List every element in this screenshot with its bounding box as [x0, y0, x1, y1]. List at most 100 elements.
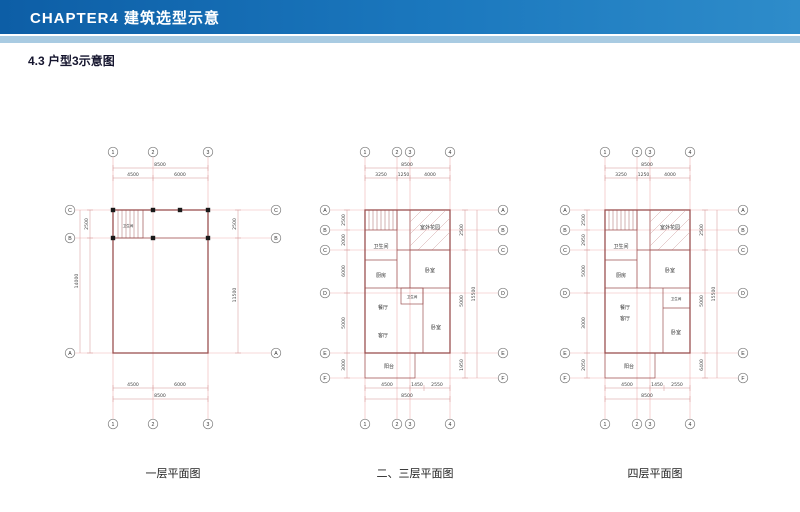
axis-label: A	[741, 208, 745, 214]
dim-label: 2550	[431, 382, 443, 388]
dim-label: 1450	[411, 382, 423, 388]
dim-label: 4500	[127, 172, 139, 178]
axis-label: D	[501, 291, 505, 297]
axis-label: B	[274, 236, 278, 242]
dim-label: 2950	[581, 234, 587, 246]
floor-plan-first-container: 卫生间 8500 4500 6000 4500 6000 8500 2500 1…	[48, 138, 298, 481]
axis-label: A	[501, 208, 505, 214]
room-labels: 室外花园 卫生间 厨房 卧室 卫生间 餐厅 客厅 卧室 阳台	[613, 224, 681, 370]
dim-label: 5000	[341, 317, 347, 329]
section-subtitle: 4.3 户型3示意图	[28, 54, 115, 68]
dim-label: 2500	[84, 218, 90, 230]
axis-label: B	[501, 228, 505, 234]
dimensions-bottom: 4500 6000 8500	[112, 382, 209, 402]
dim-label: 2000	[341, 234, 347, 246]
dim-label: 15500	[471, 287, 477, 302]
dim-label: 4000	[424, 172, 436, 178]
room-label: 厨房	[376, 272, 386, 279]
axis-label: 4	[689, 150, 692, 156]
walls	[364, 209, 451, 379]
axis-label: E	[323, 351, 327, 357]
axis-label: 4	[689, 422, 692, 428]
room-label: 餐厅	[378, 304, 388, 311]
room-label: 卫生间	[671, 296, 682, 301]
axis-label: B	[563, 228, 567, 234]
dim-label: 3250	[615, 172, 627, 178]
axis-label: C	[501, 248, 505, 254]
room-label: 卫生间	[373, 243, 388, 250]
floor-plan-fourth-container: 室外花园 卫生间 厨房 卧室 卫生间 餐厅 客厅 卧室 阳台 8500 3250…	[545, 138, 765, 481]
axis-label: C	[323, 248, 327, 254]
plan-caption: 一层平面图	[145, 468, 201, 480]
dim-label: 15500	[711, 287, 717, 302]
dimensions-top: 8500 3250 1250 4000	[364, 162, 451, 181]
dim-label: 8500	[154, 162, 166, 168]
axis-label: 1	[112, 422, 115, 428]
axis-label: B	[68, 236, 72, 242]
axis-bubbles: 1 2 3 4 1 2 3 4 A B C D E F A B C D E F	[319, 146, 509, 430]
dim-label: 5000	[459, 295, 465, 307]
room-label: 卫生间	[123, 223, 134, 228]
header-bar: CHAPTER4 建筑选型示意	[0, 0, 800, 34]
dim-label: 2050	[581, 359, 587, 371]
page-title: CHAPTER4 建筑选型示意	[30, 9, 221, 27]
dim-label: 2550	[671, 382, 683, 388]
header-strip	[0, 36, 800, 43]
dim-label: 6000	[341, 265, 347, 277]
dim-label: 8500	[641, 162, 653, 168]
axis-label: 2	[636, 422, 639, 428]
dim-label: 11500	[232, 288, 238, 303]
axis-label: 2	[152, 422, 155, 428]
dim-label: 8500	[641, 393, 653, 399]
axis-label: D	[323, 291, 327, 297]
axis-label: 2	[152, 150, 155, 156]
axis-label: D	[741, 291, 745, 297]
dimensions-right: 2500 5000 1950 15500	[459, 209, 478, 379]
dimensions-top: 8500 3250 1250 4000	[604, 162, 691, 181]
room-label: 卧室	[425, 267, 435, 274]
dim-label: 5000	[581, 265, 587, 277]
axis-label: E	[563, 351, 567, 357]
axis-label: 1	[364, 150, 367, 156]
dim-label: 1450	[651, 382, 663, 388]
axis-label: 3	[649, 150, 652, 156]
axis-label: E	[501, 351, 505, 357]
axis-label: 2	[636, 150, 639, 156]
dim-label: 2500	[699, 224, 705, 236]
axis-label: 3	[207, 150, 210, 156]
axis-label: 3	[207, 422, 210, 428]
room-label: 卧室	[431, 324, 441, 331]
dim-label: 8500	[401, 393, 413, 399]
floor-plan-fourth: 室外花园 卫生间 厨房 卧室 卫生间 餐厅 客厅 卧室 阳台 8500 3250…	[559, 146, 749, 430]
dimensions-left: 2500 2000 6000 5000 3000	[341, 209, 350, 379]
axis-label: 3	[409, 150, 412, 156]
room-label: 卫生间	[613, 243, 628, 250]
dim-label: 3000	[581, 317, 587, 329]
dim-label: 1250	[638, 172, 650, 178]
axis-label: 2	[396, 150, 399, 156]
columns	[110, 207, 211, 241]
dim-label: 2500	[232, 218, 238, 230]
axis-label: A	[274, 351, 278, 357]
room-label: 卧室	[671, 329, 681, 336]
axis-label: A	[563, 208, 567, 214]
dim-label: 8500	[401, 162, 413, 168]
axis-label: 3	[649, 422, 652, 428]
axis-label: C	[274, 208, 278, 214]
walls	[112, 209, 209, 354]
dimensions-right: 2500 5000 6400 15500	[699, 209, 718, 379]
axis-label: B	[741, 228, 745, 234]
axis-label: 1	[364, 422, 367, 428]
room-label: 厨房	[616, 272, 626, 279]
axis-label: D	[563, 291, 567, 297]
plan-caption: 四层平面图	[627, 468, 683, 480]
axis-label: A	[68, 351, 72, 357]
dimensions-bottom: 4500 1450 2550 8500	[604, 382, 691, 402]
floor-plan-2-3: 室外花园 卫生间 厨房 卧室 卫生间 餐厅 客厅 卧室 阳台 8500 3250…	[319, 146, 509, 430]
axis-label: E	[741, 351, 745, 357]
axis-label: 4	[449, 422, 452, 428]
axis-bubbles: 1 2 3 1 2 3 C B A C B A	[64, 146, 282, 430]
axis-label: 1	[604, 422, 607, 428]
axis-label: 2	[396, 422, 399, 428]
dimensions-left: 2500 2950 5000 3000 2050	[581, 209, 590, 379]
